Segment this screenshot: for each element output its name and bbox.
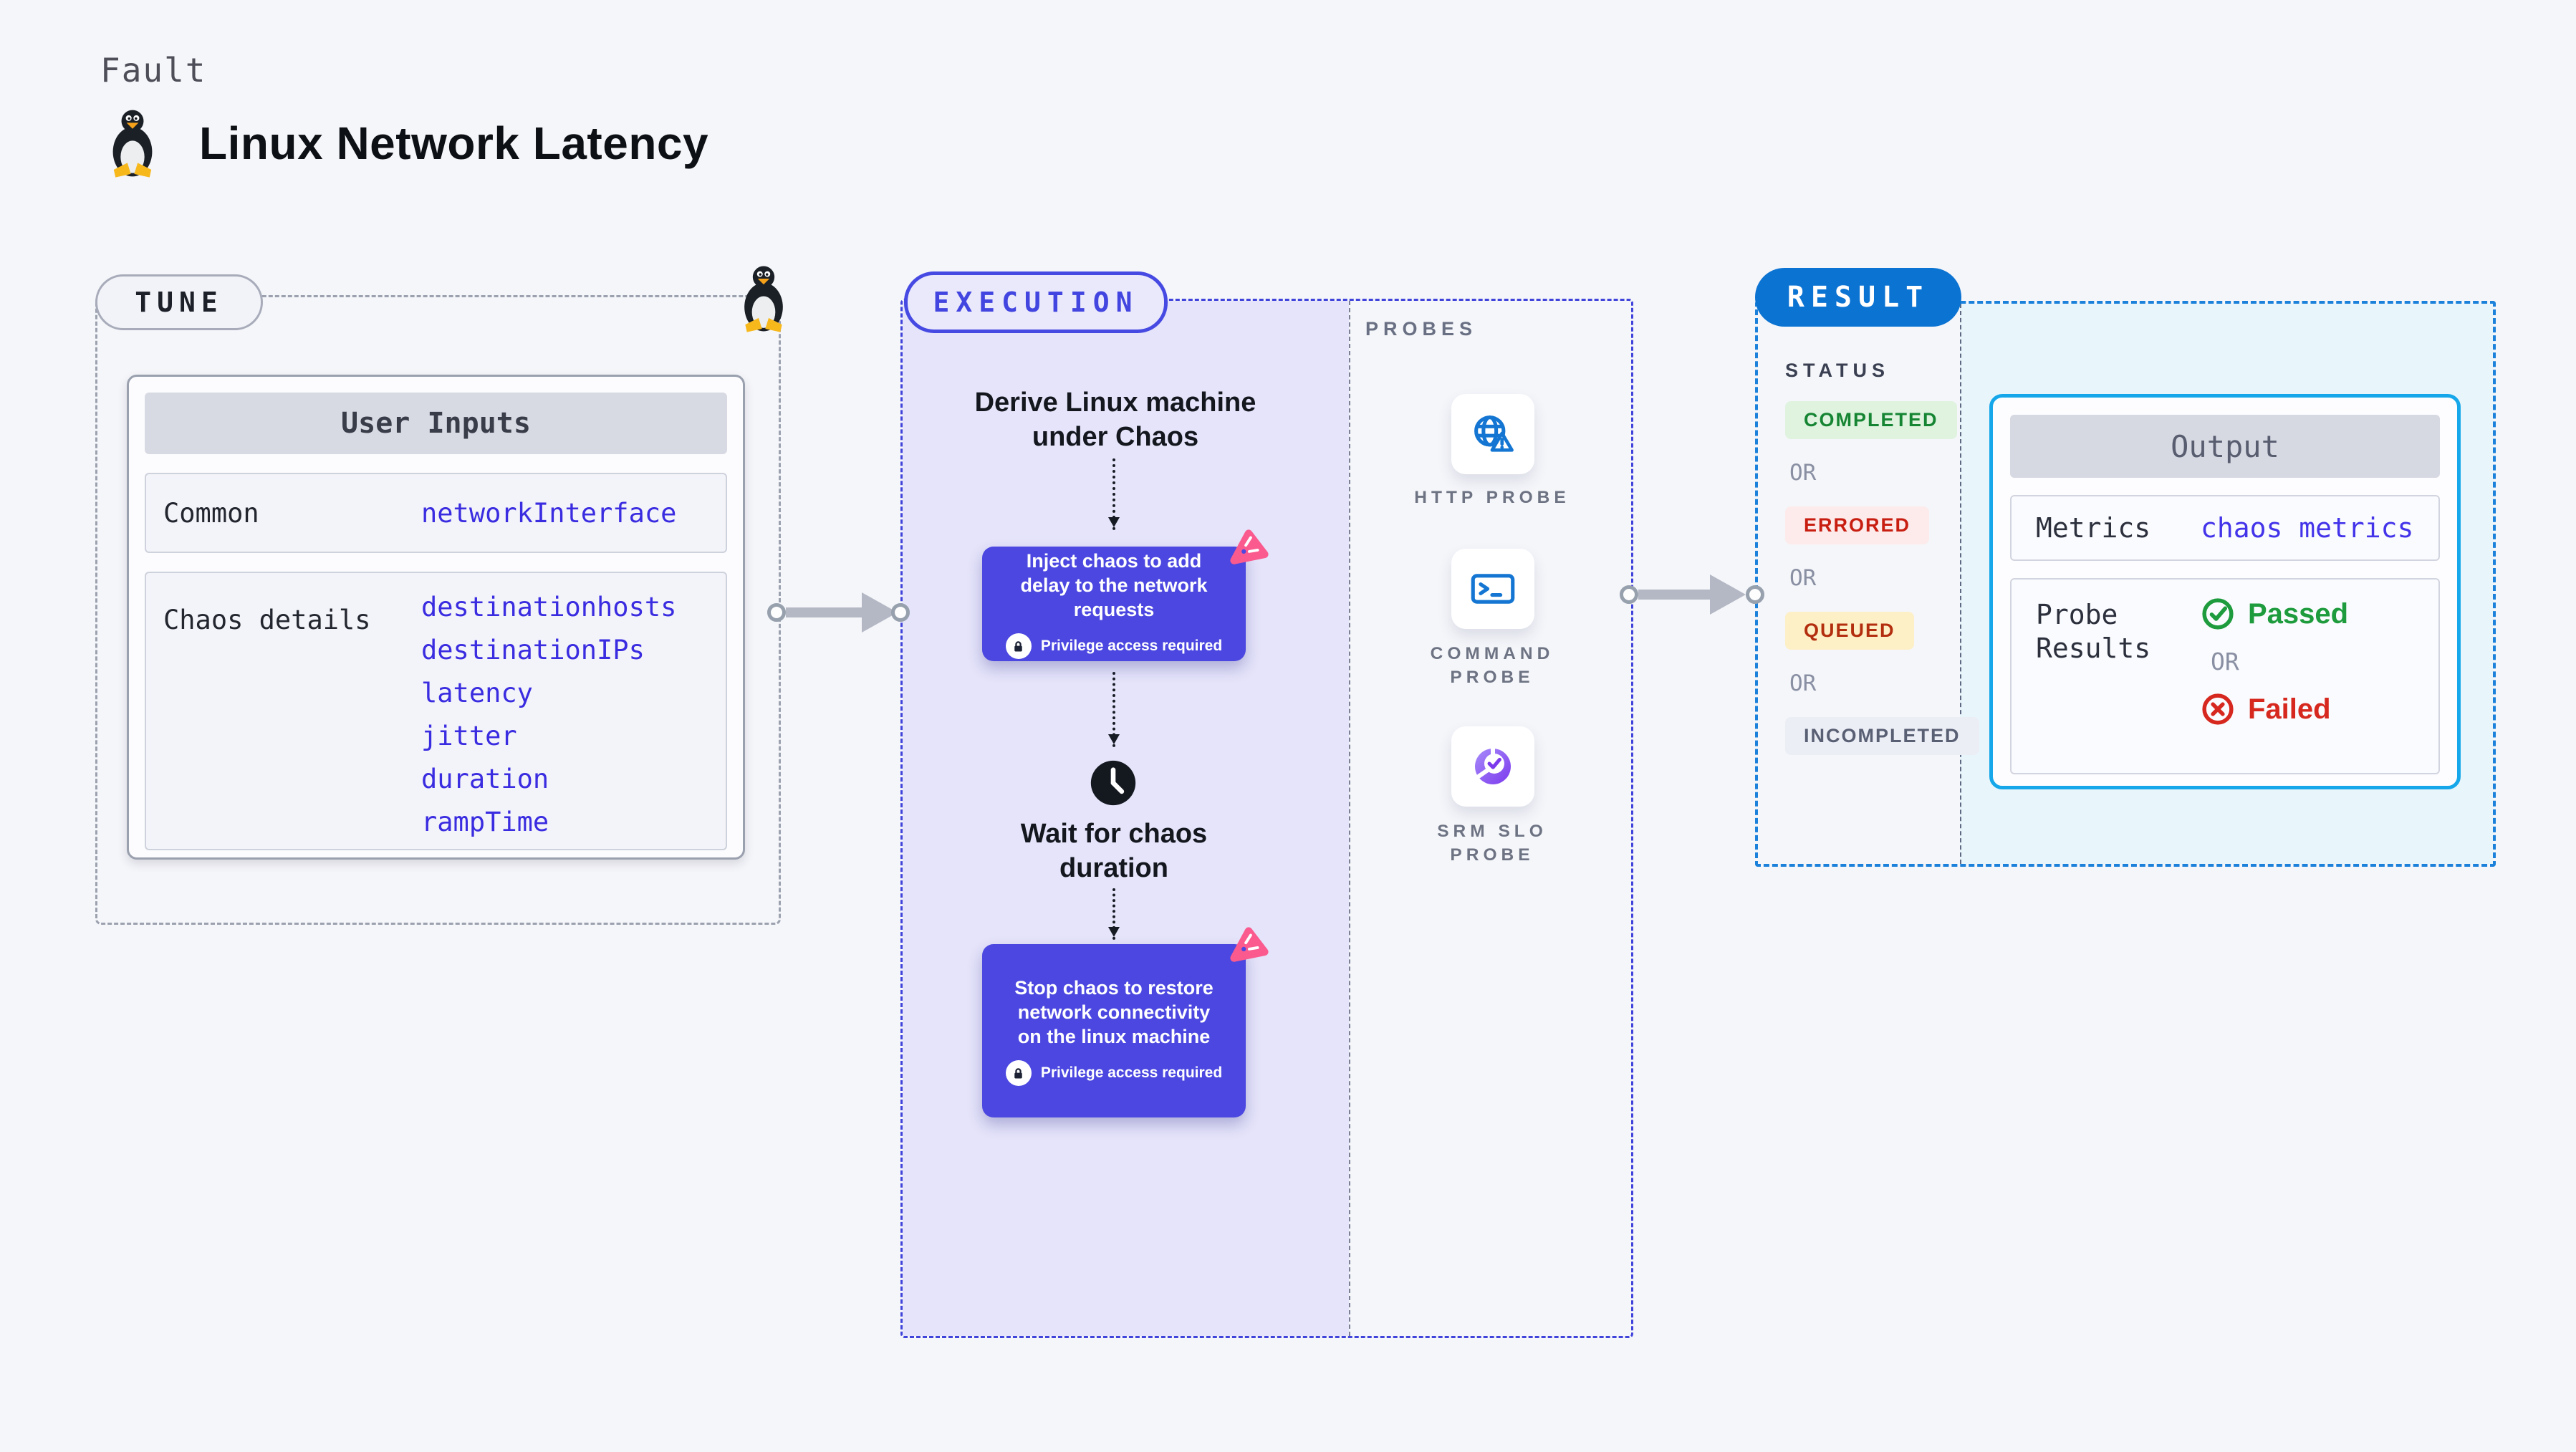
execution-badge-label: EXECUTION	[933, 287, 1139, 318]
step-inject-chaos-node: Inject chaos to add delay to the network…	[982, 547, 1246, 661]
metrics-label: Metrics	[2036, 511, 2151, 544]
arrow-start-dot	[1620, 585, 1638, 604]
stop-chaos-text: Stop chaos to restore network connectivi…	[1014, 977, 1213, 1047]
status-queued: QUEUED	[1785, 612, 1914, 650]
or-separator: OR	[1789, 670, 1817, 696]
status-incompleted: INCOMPLETED	[1785, 717, 1979, 755]
user-inputs-card: User Inputs Common networkInterface Chao…	[127, 375, 745, 860]
arrow-shaft	[1638, 590, 1710, 600]
check-circle-icon	[2201, 597, 2235, 631]
http-probe-card	[1451, 394, 1534, 474]
probe-results-label: Probe Results	[2036, 599, 2151, 664]
arrow-head	[1710, 574, 1746, 615]
connector-arrow-down	[1108, 672, 1120, 747]
row-value: destinationIPs	[421, 635, 645, 665]
http-probe-label: HTTP PROBE	[1414, 488, 1570, 507]
chaos-pink-icon	[1226, 529, 1271, 570]
slo-donut-check-icon	[1470, 744, 1516, 789]
tune-badge[interactable]: TUNE	[95, 274, 263, 330]
verdict-failed: Failed	[2201, 692, 2331, 726]
metrics-value: chaos metrics	[2201, 512, 2414, 544]
row-value: latency	[421, 678, 533, 708]
or-separator: OR	[1789, 460, 1817, 486]
row-value: networkInterface	[421, 497, 677, 529]
privilege-note: Privilege access required	[1040, 1064, 1223, 1081]
connector-arrow-down	[1108, 458, 1120, 530]
arrow-start-dot	[767, 603, 786, 622]
probe-verdicts: Passed OR Failed	[2201, 597, 2348, 726]
row-label: Common	[163, 497, 259, 529]
x-circle-icon	[2201, 692, 2235, 726]
row-value: jitter	[421, 721, 517, 751]
chaos-pink-icon	[1226, 926, 1271, 968]
globe-warning-icon	[1469, 413, 1517, 456]
result-badge[interactable]: RESULT	[1755, 268, 1961, 327]
srm-slo-probe-label: SRM SLO PROBE	[1437, 822, 1547, 865]
row-value: rampTime	[421, 807, 549, 837]
failed-label: Failed	[2248, 693, 2331, 725]
connector-arrow-down	[1108, 888, 1120, 940]
output-probe-results-row: Probe Results Passed OR Failed	[2010, 578, 2440, 774]
privilege-note: Privilege access required	[1040, 638, 1223, 654]
or-separator: OR	[1789, 565, 1817, 591]
terminal-icon	[1470, 570, 1516, 607]
status-completed: COMPLETED	[1785, 401, 1957, 439]
tux-penguin-icon	[105, 107, 160, 179]
row-label: Chaos details	[163, 605, 371, 635]
result-badge-label: RESULT	[1787, 281, 1930, 314]
row-value: destinationhosts	[421, 592, 677, 622]
step-derive-machine: Derive Linux machine under Chaos	[974, 388, 1256, 452]
probes-heading: PROBES	[1365, 318, 1478, 340]
lock-icon	[1005, 633, 1032, 659]
arrow-end-dot	[1746, 585, 1764, 604]
status-list: COMPLETED OR ERRORED OR QUEUED OR INCOMP…	[1785, 401, 1979, 755]
execution-section-box	[900, 299, 1633, 1338]
row-value: duration	[421, 764, 549, 794]
verdict-passed: Passed	[2201, 597, 2348, 631]
output-metrics-row: Metrics chaos metrics	[2010, 495, 2440, 561]
output-card: Output Metrics chaos metrics Probe Resul…	[1989, 394, 2461, 789]
status-heading: STATUS	[1785, 360, 1890, 381]
or-separator: OR	[2211, 648, 2239, 675]
tux-penguin-icon-small	[736, 264, 791, 334]
result-status-divider	[1960, 304, 1961, 864]
user-inputs-row-common: Common networkInterface	[145, 473, 727, 553]
command-probe-card	[1451, 549, 1534, 629]
lock-icon	[1005, 1060, 1032, 1086]
execution-lane-fill	[903, 301, 1349, 1336]
tune-badge-label: TUNE	[135, 287, 224, 318]
step-wait-duration: Wait for chaos duration	[1020, 819, 1208, 883]
page-title: Linux Network Latency	[199, 117, 709, 169]
execution-probes-divider	[1349, 301, 1350, 1336]
wait-clock-icon	[1090, 759, 1137, 807]
inject-chaos-text: Inject chaos to add delay to the network…	[1020, 550, 1208, 620]
privilege-row: Privilege access required	[1005, 633, 1223, 659]
privilege-row: Privilege access required	[1005, 1060, 1223, 1086]
step-stop-chaos-node: Stop chaos to restore network connectivi…	[982, 944, 1246, 1117]
output-heading: Output	[2010, 415, 2440, 478]
user-inputs-row-chaos-details: Chaos details destinationhosts destinati…	[145, 572, 727, 850]
status-errored: ERRORED	[1785, 506, 1930, 544]
passed-label: Passed	[2248, 597, 2349, 630]
command-probe-label: COMMAND PROBE	[1430, 644, 1554, 687]
fault-kicker: Fault	[100, 51, 207, 90]
chaos-detail-values: destinationhosts destinationIPs latency …	[421, 573, 676, 844]
srm-slo-probe-card	[1451, 726, 1534, 807]
arrow-end-dot	[891, 603, 910, 622]
user-inputs-heading: User Inputs	[145, 393, 727, 454]
execution-badge[interactable]: EXECUTION	[904, 271, 1168, 333]
arrow-shaft	[786, 607, 862, 617]
